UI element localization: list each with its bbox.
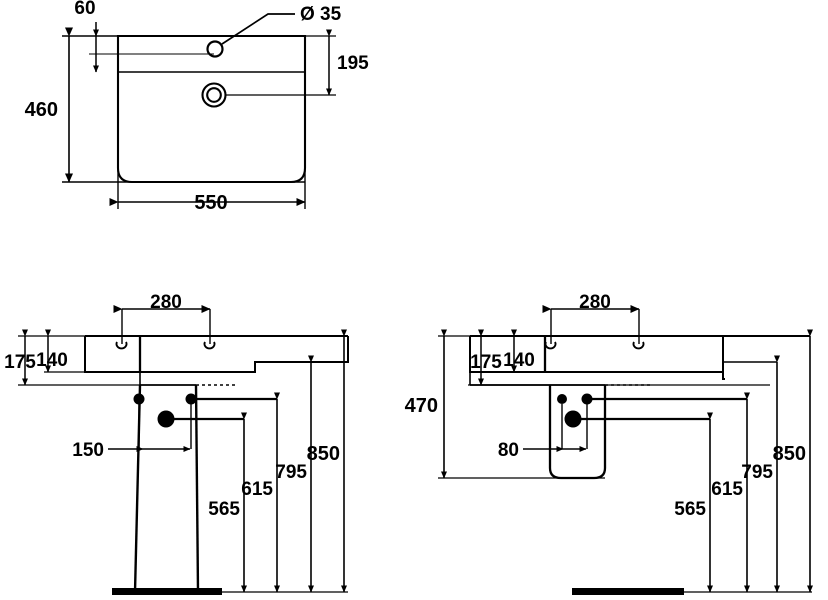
waste-outlet-icon: [201, 82, 227, 108]
dim-label-460: 460: [25, 99, 58, 121]
waste-connection-point-right: [564, 410, 582, 428]
dim-label-615-left: 615: [241, 479, 273, 500]
view-top: Ø 35 60 195 460 550: [25, 0, 370, 214]
dim-label-615-right: 615: [711, 479, 743, 500]
tap-hole-left-icon-right: [544, 341, 557, 350]
tap-hole-icon: [206, 40, 224, 58]
dim-label-195: 195: [337, 53, 369, 74]
connection-point-small-1-right: [557, 394, 567, 404]
tap-hole-right-icon: [203, 341, 216, 350]
view-right-elevation: 280 175 140 470 80 565: [405, 292, 813, 595]
dim-label-470-right: 470: [405, 395, 438, 417]
waste-connection-point-left: [157, 410, 175, 428]
dim-label-60: 60: [74, 0, 95, 19]
pedestal-right-edge: [194, 384, 200, 593]
dim-label-565-left: 565: [208, 499, 240, 520]
basin-outline-top: [116, 34, 307, 184]
semi-pedestal-outline: [548, 385, 607, 480]
diameter-leader-line: [221, 13, 295, 45]
dim-label-175-left: 175: [4, 352, 36, 373]
tap-hole-right-icon-right: [632, 341, 645, 350]
floor-line-left: [112, 588, 222, 595]
dim-label-140-right: 140: [503, 350, 535, 371]
tap-hole-left-icon: [115, 341, 128, 350]
dim-label-280-right: 280: [579, 292, 611, 313]
floor-line-right: [572, 588, 684, 595]
view-left-elevation: 280 175 140 150 565 615: [4, 292, 349, 595]
dim-label-280-left: 280: [150, 292, 182, 313]
dim-label-550: 550: [194, 192, 227, 214]
dim-label-795-left: 795: [275, 462, 307, 483]
basin-body-left: [84, 336, 349, 373]
dim-label-80-right: 80: [498, 440, 519, 461]
connection-point-small-1-left: [133, 393, 145, 405]
dim-label-diameter-35: Ø 35: [300, 4, 342, 25]
dim-label-150-left: 150: [72, 440, 104, 461]
dim-label-850-left: 850: [307, 443, 340, 465]
dim-label-140-left: 140: [36, 350, 68, 371]
waste-outlet-inner-icon: [206, 87, 222, 103]
dim-label-175-right: 175: [470, 352, 502, 373]
dim-label-850-right: 850: [773, 443, 806, 465]
dim-label-565-right: 565: [674, 499, 706, 520]
dim-label-795-right: 795: [741, 462, 773, 483]
